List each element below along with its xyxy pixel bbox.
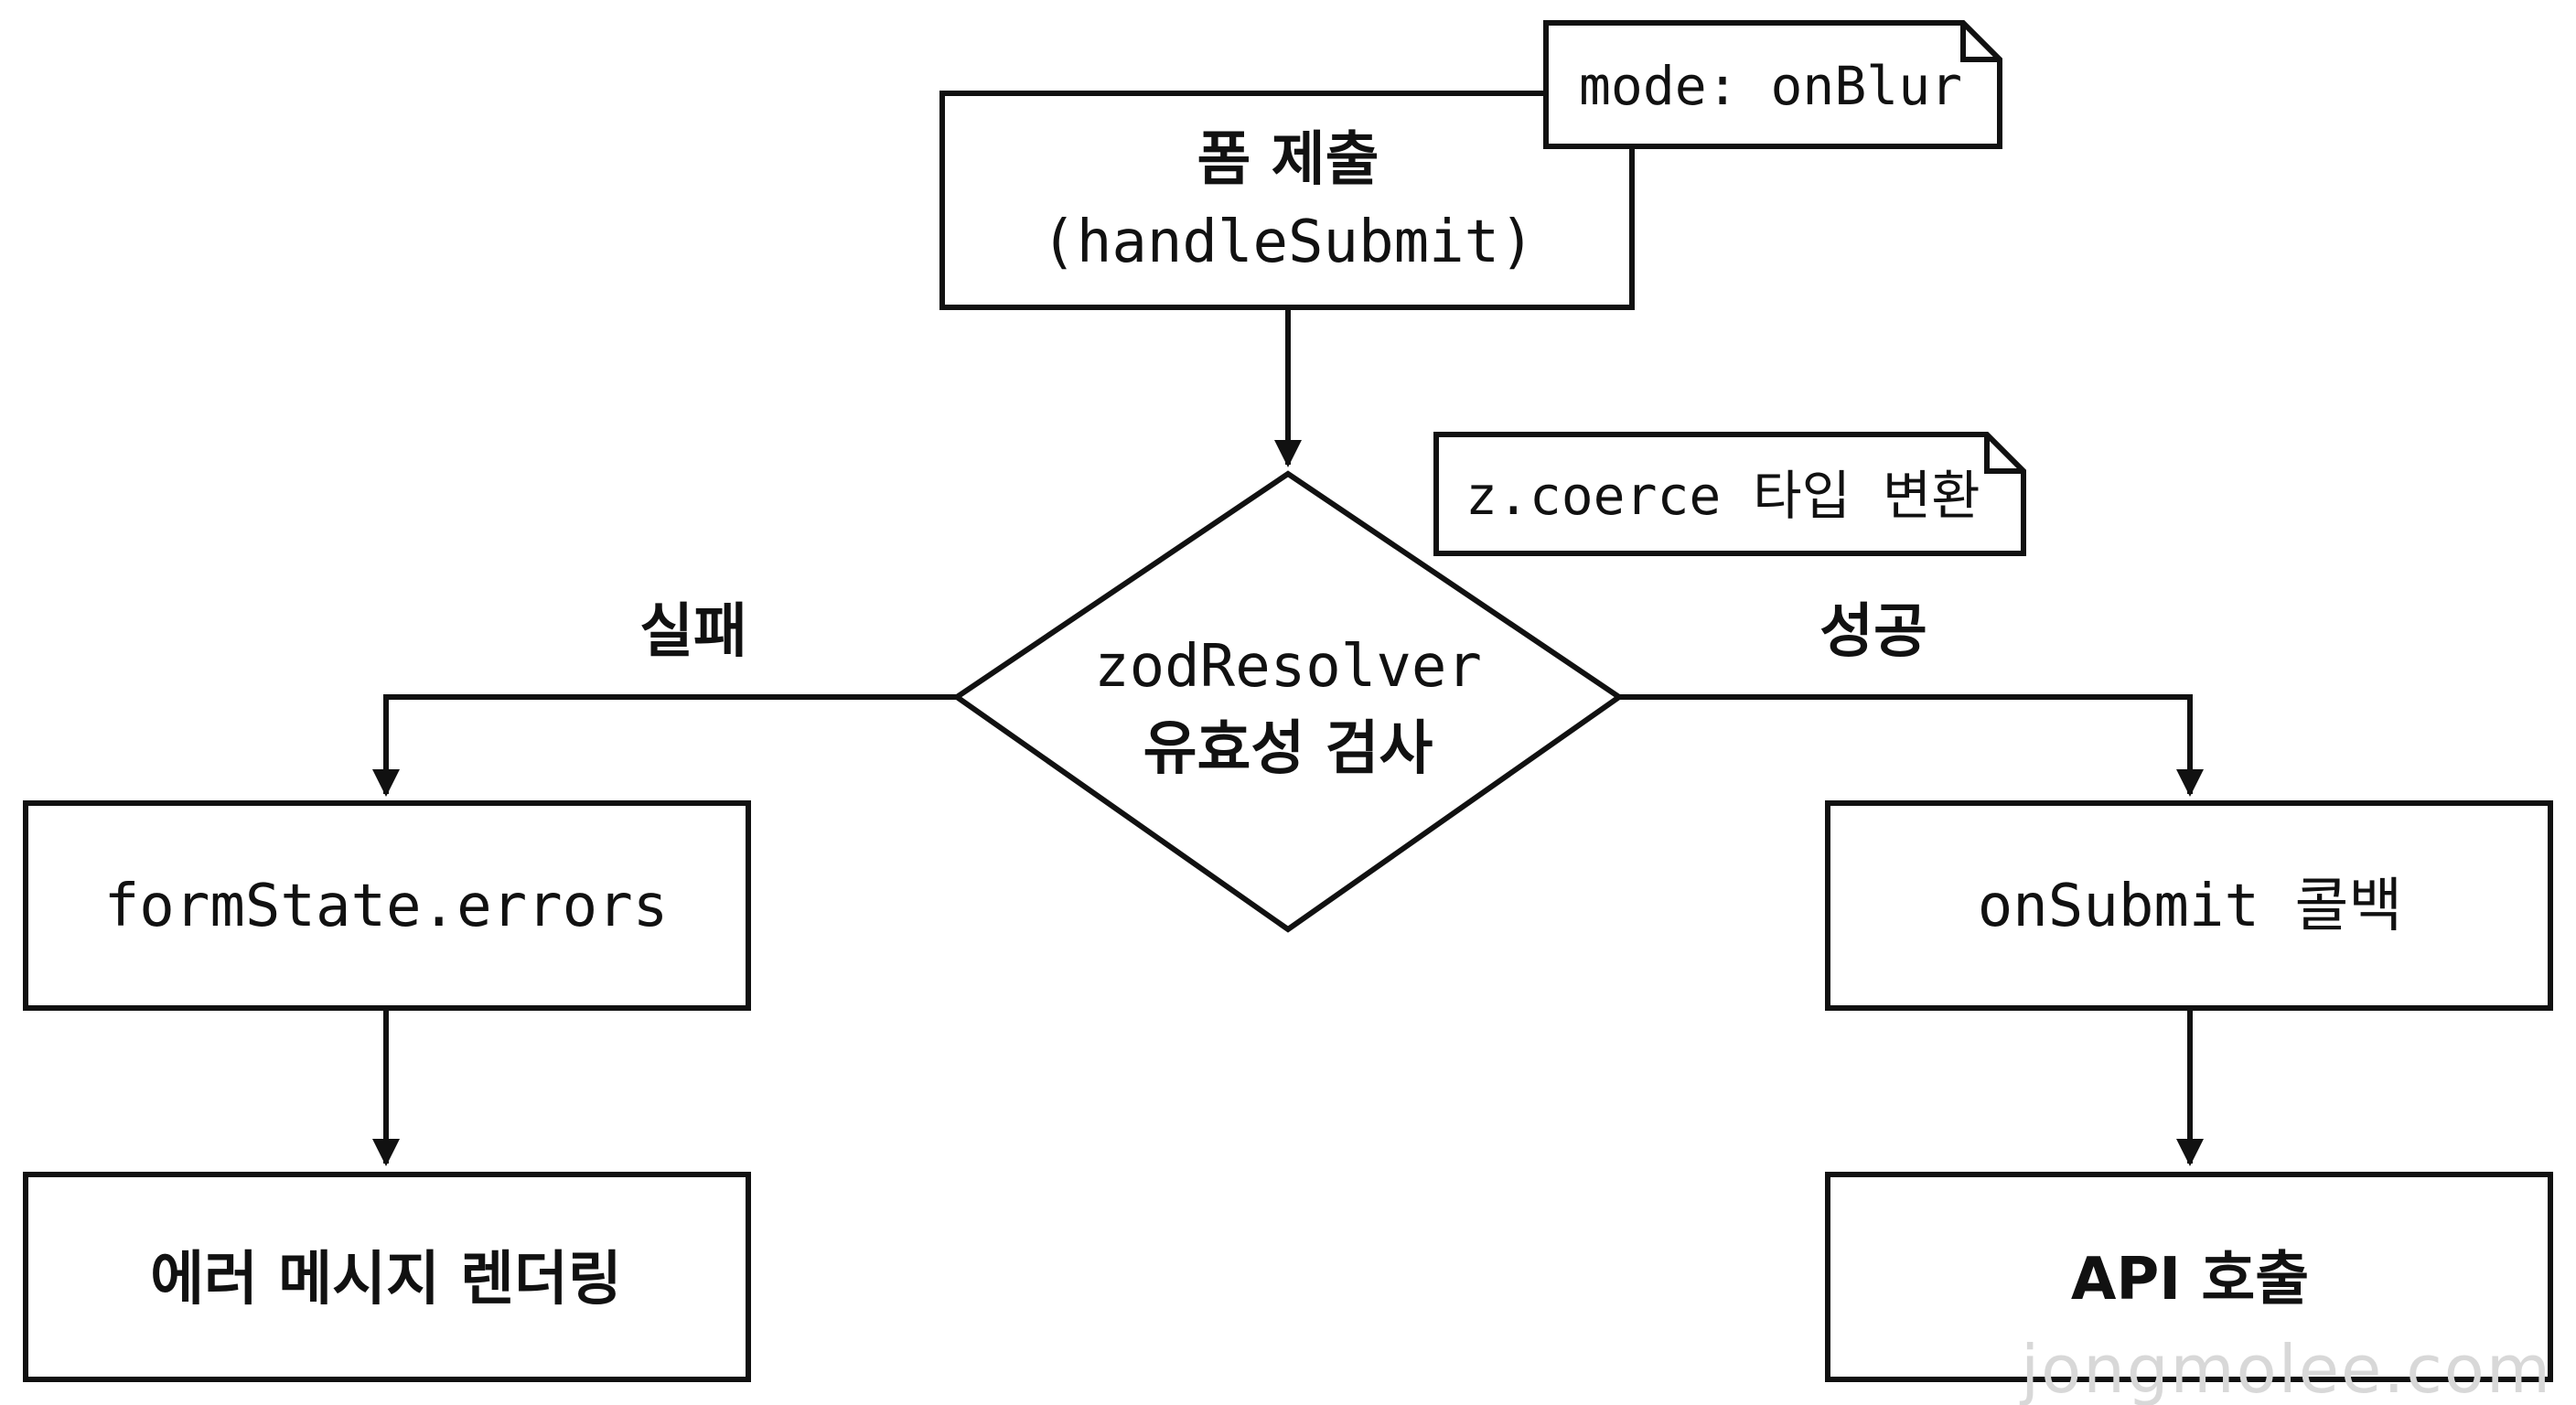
node-form-errors: formState.errors — [23, 800, 751, 1011]
node-form-submit: 폼 제출 (handleSubmit) — [939, 91, 1635, 310]
note-coerce: z.coerce 타입 변환 — [1433, 432, 2026, 556]
node-render-errors-label: 에러 메시지 렌더링 — [150, 1246, 622, 1314]
edge-validate-to-errors — [372, 694, 957, 797]
node-form-submit-subtitle: (handleSubmit) — [1041, 209, 1534, 276]
edge-label-fail: 실패 — [639, 598, 747, 666]
node-onsubmit-callback-label: onSubmit 콜백 — [1978, 873, 2403, 940]
node-api-call-label: API 호출 — [2071, 1246, 2309, 1314]
decision-validation-subtitle: 유효성 검사 — [1143, 715, 1433, 783]
edge-validate-to-callback — [1619, 694, 2204, 797]
decision-validation: zodResolver 유효성 검사 — [951, 470, 1625, 933]
note-mode-text: mode: onBlur — [1579, 55, 1962, 117]
watermark: jongmolee.com — [2019, 1331, 2552, 1405]
node-api-call: API 호출 — [1825, 1172, 2553, 1382]
note-coerce-text: z.coerce 타입 변환 — [1465, 465, 1980, 527]
node-form-submit-title: 폼 제출 — [1197, 126, 1379, 194]
node-render-errors: 에러 메시지 렌더링 — [23, 1172, 751, 1382]
edge-label-success: 성공 — [1819, 598, 1927, 666]
edges — [372, 307, 2204, 1166]
node-onsubmit-callback: onSubmit 콜백 — [1825, 800, 2553, 1011]
decision-validation-title: zodResolver — [1094, 633, 1482, 701]
node-form-errors-label: formState.errors — [104, 873, 669, 940]
note-mode: mode: onBlur — [1543, 20, 2002, 149]
